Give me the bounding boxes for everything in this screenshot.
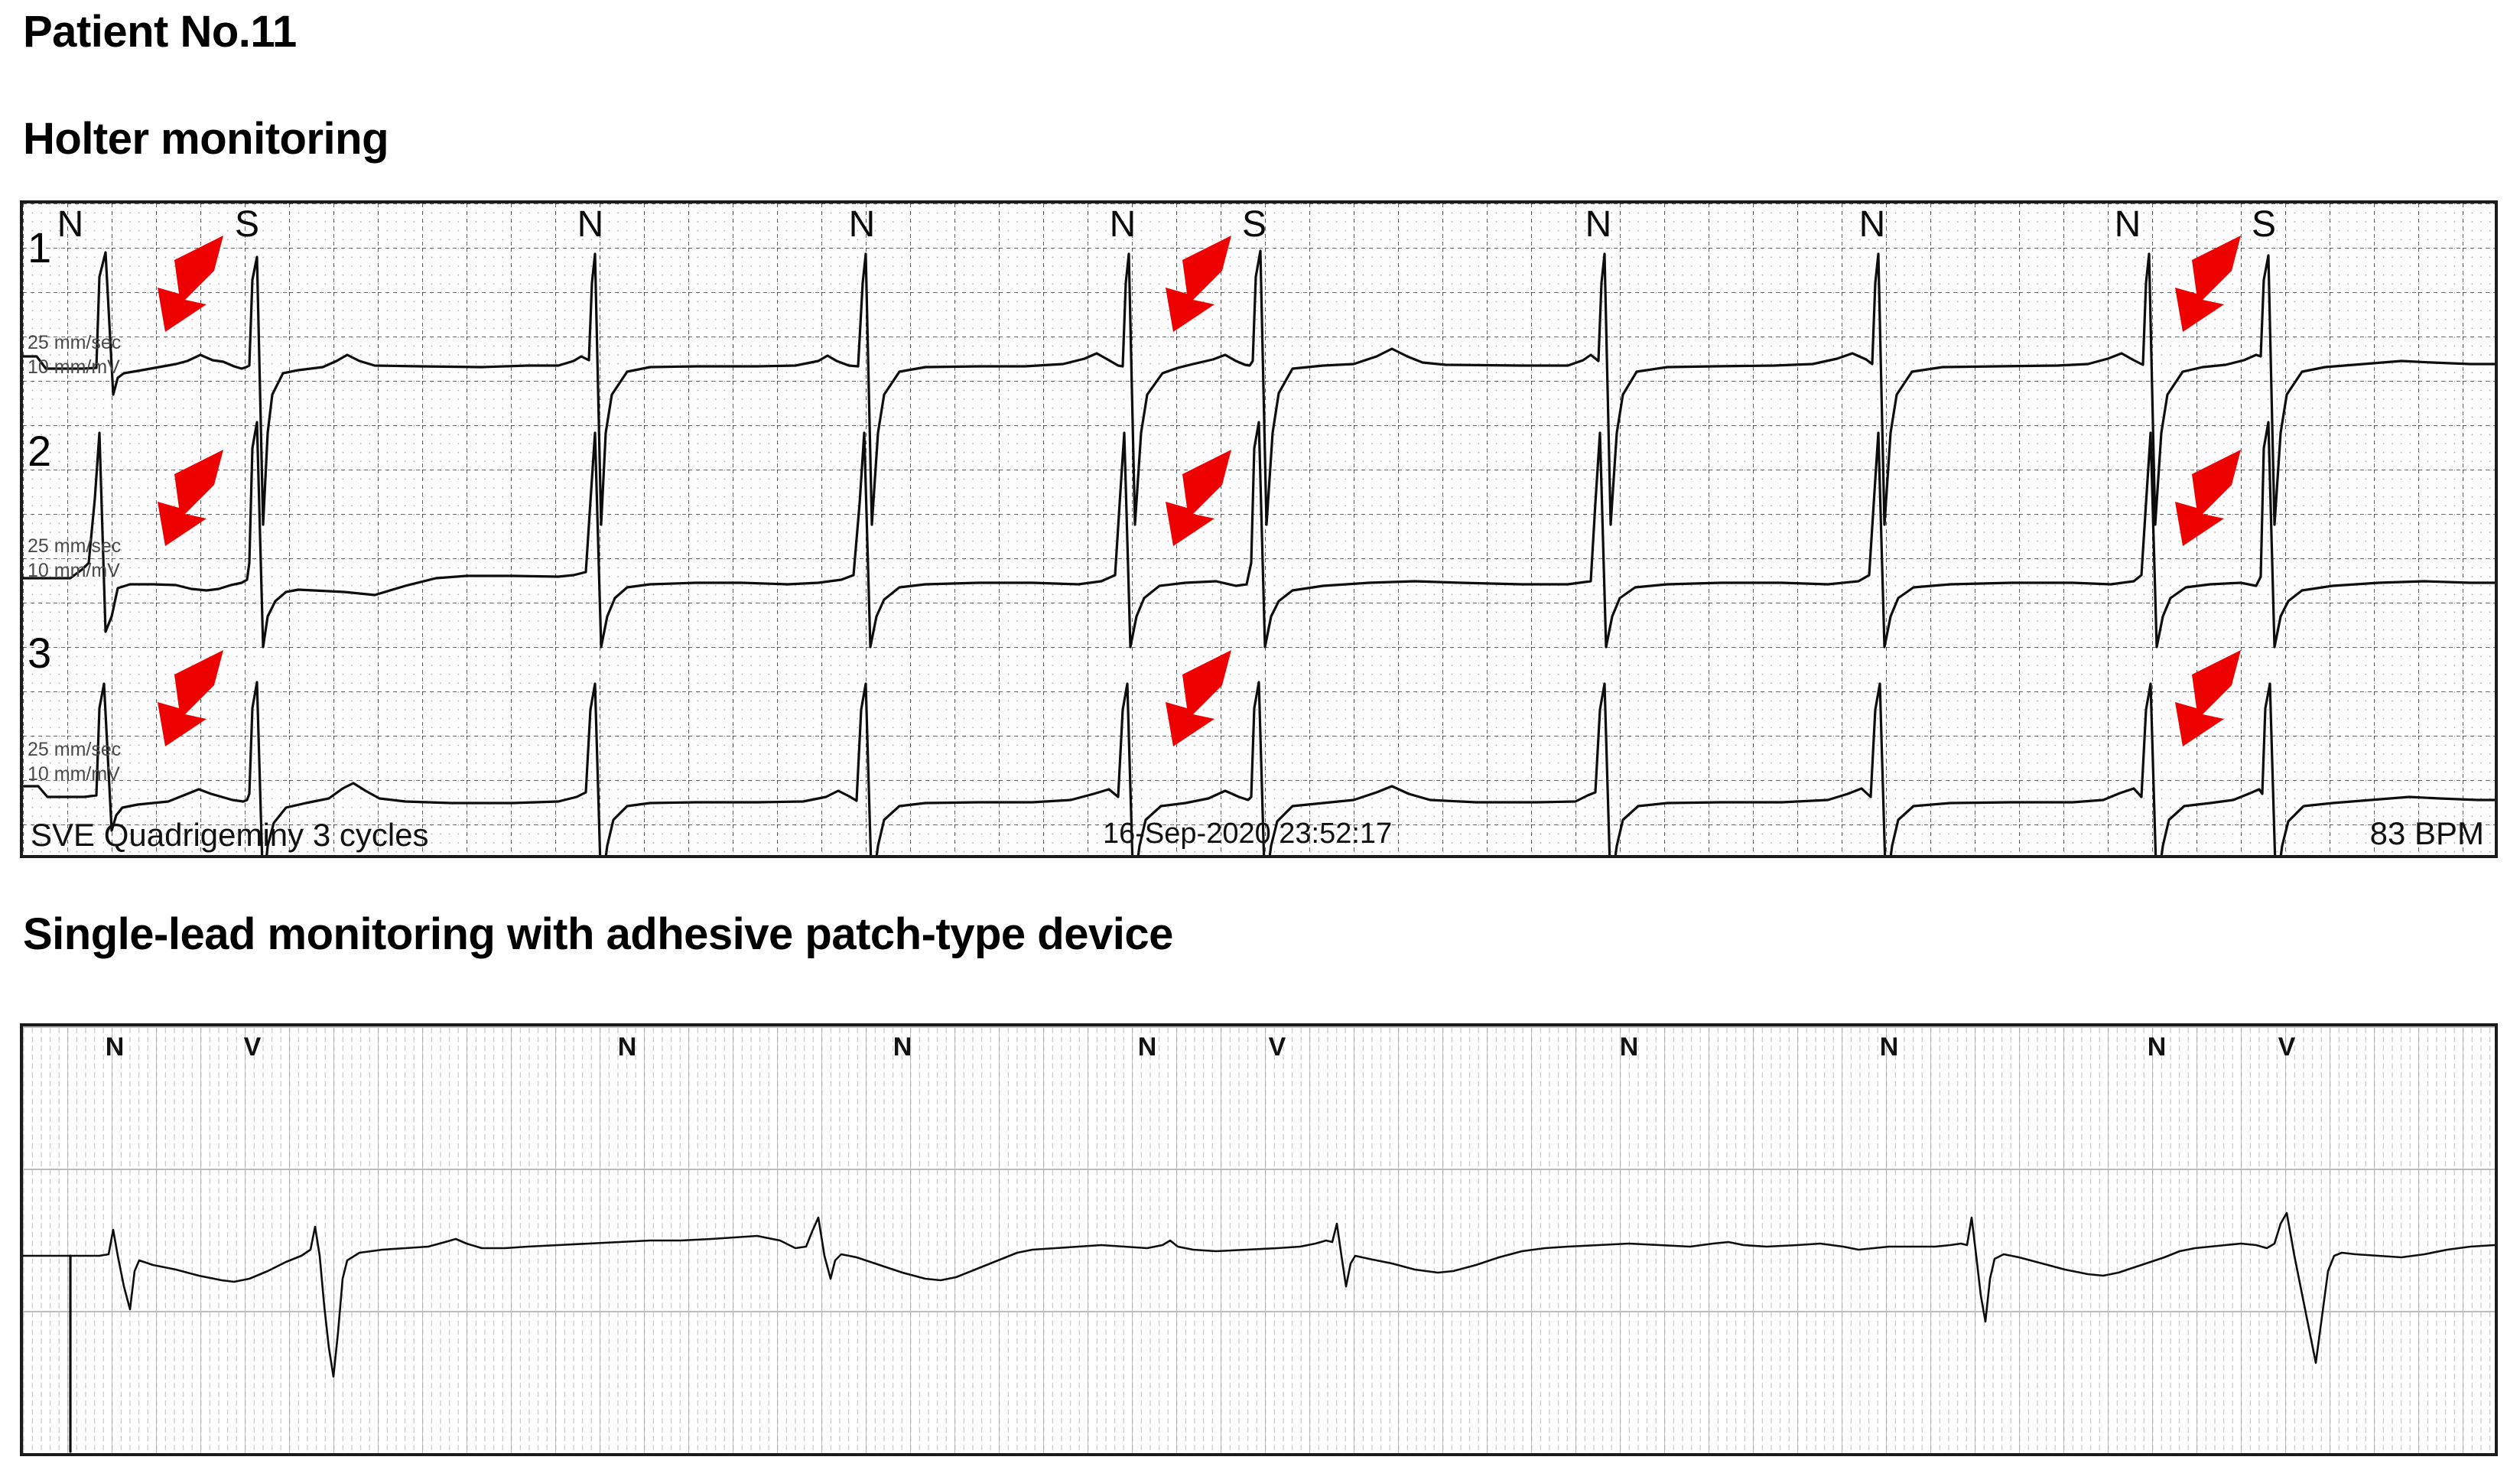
lead-label-3: 3 (28, 629, 52, 677)
beat-annotation-n: N (1585, 204, 1612, 245)
beat-annotation-v: V (2278, 1032, 2296, 1062)
status-heart-rate: 83 BPM (2369, 815, 2484, 851)
beat-annotation-n: N (1879, 1032, 1899, 1062)
arrow-marker-icon (2175, 236, 2241, 332)
beat-annotation-n: N (893, 1032, 912, 1062)
arrow-marker-icon (1166, 236, 1231, 332)
arrow-marker-icon (1166, 450, 1231, 546)
arrow-marker-icon (2175, 450, 2241, 546)
beat-annotation-n: N (1858, 204, 1886, 245)
lead-2-speed: 25 mm/sec (28, 535, 122, 557)
lead-1-speed: 25 mm/sec (28, 332, 122, 353)
beat-annotation-n: N (617, 1032, 637, 1062)
lead-3-gain: 10 mm/mV (28, 763, 120, 785)
beat-annotation-n: N (848, 204, 876, 245)
beat-annotation-n: N (105, 1032, 125, 1062)
holter-waveforms (23, 249, 2495, 855)
beat-annotation-s: S (234, 204, 260, 245)
beat-annotation-n: N (1109, 204, 1136, 245)
holter-ecg-panel: 1 2 3 25 mm/sec 10 mm/mV 25 mm/sec 10 mm… (20, 200, 2498, 858)
lead-label-2: 2 (28, 427, 52, 475)
arrow-marker-icon (158, 450, 223, 546)
beat-annotation-s: S (2251, 204, 2277, 245)
beat-annotation-n: N (57, 204, 84, 245)
lead-2-gain: 10 mm/mV (28, 560, 120, 581)
holter-arrow-markers (158, 236, 2241, 746)
arrow-marker-icon (158, 650, 223, 746)
status-timestamp: 16-Sep-2020 23:52:17 (1103, 818, 1393, 850)
patch-grid (23, 1026, 2495, 1453)
page-title: Patient No.11 (23, 7, 297, 57)
beat-annotation-n: N (2147, 1032, 2167, 1062)
beat-annotation-v: V (243, 1032, 262, 1062)
patch-section-title: Single-lead monitoring with adhesive pat… (23, 909, 1173, 959)
beat-annotation-n: N (1137, 1032, 1157, 1062)
lead-label-1: 1 (28, 223, 52, 272)
lead-1-gain: 10 mm/mV (28, 356, 120, 378)
beat-annotation-n: N (577, 204, 604, 245)
lead-3-trace (23, 681, 2495, 855)
beat-annotation-s: S (1241, 204, 1267, 245)
holter-grid (23, 203, 2495, 855)
lead-3-speed: 25 mm/sec (28, 739, 122, 760)
arrow-marker-icon (2175, 650, 2241, 746)
lead-1-trace (23, 249, 2495, 526)
patch-waveform (23, 1211, 2495, 1453)
status-event-label: SVE Quadrigeminy 3 cycles (31, 817, 429, 853)
lead-2-trace (23, 421, 2495, 649)
holter-section-title: Holter monitoring (23, 114, 389, 164)
beat-annotation-n: N (2114, 204, 2141, 245)
beat-annotation-v: V (1268, 1032, 1286, 1062)
arrow-marker-icon (1166, 650, 1231, 746)
arrow-marker-icon (158, 236, 223, 332)
beat-annotation-n: N (1619, 1032, 1639, 1062)
